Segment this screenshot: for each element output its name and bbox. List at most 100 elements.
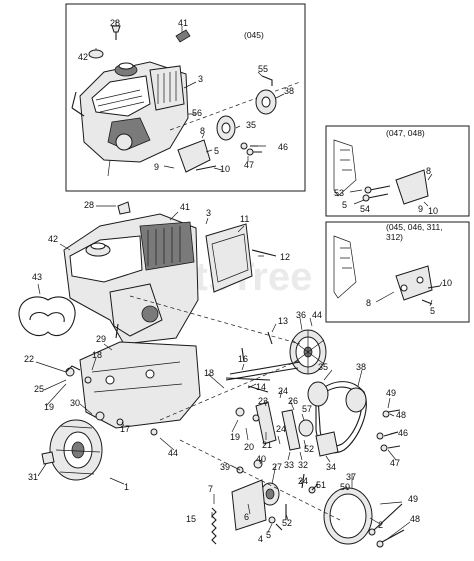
engine-illustration-top xyxy=(71,61,189,177)
callout-label: 57 xyxy=(302,404,312,414)
callout-label: 28 xyxy=(110,18,120,28)
pulley-50-large xyxy=(323,487,373,545)
callout-label: 5 xyxy=(342,200,347,210)
belt-cover-11 xyxy=(205,223,253,293)
callout-label: 51 xyxy=(316,480,326,490)
frame xyxy=(79,341,201,429)
callout-label: 56 xyxy=(192,108,202,118)
callout-label: 47 xyxy=(390,458,400,468)
callout-label: 48 xyxy=(410,514,420,524)
callout-label: 26 xyxy=(288,396,298,406)
callout-label: 21 xyxy=(262,440,272,450)
callout-label: 8 xyxy=(366,298,371,308)
callout-label: 40 xyxy=(256,454,266,464)
callout-label: 14 xyxy=(256,382,266,392)
callout-label: 41 xyxy=(178,18,188,28)
callout-label: 17 xyxy=(120,424,130,434)
callout-label: 38 xyxy=(356,362,366,372)
handle-43 xyxy=(18,296,76,337)
callout-label: 5 xyxy=(266,530,271,540)
bracket-6 xyxy=(231,479,267,531)
callout-label: 32 xyxy=(298,460,308,470)
callout-label: 9 xyxy=(418,204,423,214)
spring-15 xyxy=(211,507,217,545)
callout-label: 6 xyxy=(244,512,249,522)
callout-label: 46 xyxy=(278,142,288,152)
callout-label: 24 xyxy=(276,424,286,434)
panel-047-048-caption: (047, 048) xyxy=(386,128,425,138)
callout-label: 44 xyxy=(168,448,178,458)
callout-label: 16 xyxy=(238,354,248,364)
callout-label: 22 xyxy=(24,354,34,364)
pulley-35-main xyxy=(307,381,329,407)
pulley-38-top xyxy=(255,89,277,115)
callout-label: 41 xyxy=(180,202,190,212)
callout-label: 39 xyxy=(220,462,230,472)
callout-label: 24 xyxy=(278,386,288,396)
callout-label: 48 xyxy=(396,410,406,420)
callout-label: 15 xyxy=(186,514,196,524)
callout-label: 4 xyxy=(258,534,263,544)
callout-label: 53 xyxy=(334,188,344,198)
callout-label: 35 xyxy=(246,120,256,130)
callout-label: 20 xyxy=(244,442,254,452)
callout-label: 47 xyxy=(244,160,254,170)
callout-label: 55 xyxy=(258,64,268,74)
callout-label: 18 xyxy=(204,368,214,378)
bracket-8-top xyxy=(177,139,211,173)
callout-label: 36 xyxy=(296,310,306,320)
callout-label: 31 xyxy=(28,472,38,482)
callout-labels: 28 41 42 3 55 38 56 35 8 5 46 9 10 47 8 … xyxy=(24,18,452,544)
bracket-34 xyxy=(315,431,339,457)
callout-label: 27 xyxy=(272,462,282,472)
callout-label: 18 xyxy=(92,350,102,360)
idler-arm-21 xyxy=(255,401,277,445)
bracket-8-upper xyxy=(395,169,429,205)
callout-label: 49 xyxy=(386,388,396,398)
callout-label: 30 xyxy=(70,398,80,408)
callout-label: 24 xyxy=(298,476,308,486)
panel-lower-caption-1: (045, 046, 311, xyxy=(386,222,443,232)
callout-label: 50 xyxy=(340,482,350,492)
callout-label: 10 xyxy=(428,206,438,216)
callout-label: 9 xyxy=(154,162,159,172)
callout-label: 49 xyxy=(408,494,418,504)
callout-label: 19 xyxy=(44,402,54,412)
hub-cap-31 xyxy=(41,451,55,465)
callout-label: 11 xyxy=(240,214,249,224)
callout-label: 46 xyxy=(398,428,408,438)
callout-label: 1 xyxy=(124,482,129,492)
callout-label: 12 xyxy=(280,252,290,262)
callout-label: 8 xyxy=(200,126,205,136)
pulley-35-top xyxy=(216,115,236,141)
panel-045: (045) xyxy=(65,3,306,192)
callout-label: 7 xyxy=(208,484,213,494)
callout-label: 29 xyxy=(96,334,106,344)
callout-label: 33 xyxy=(284,460,294,470)
callout-label: 37 xyxy=(346,472,356,482)
panel-lower-caption-2: 312) xyxy=(386,232,403,242)
callout-label: 35 xyxy=(318,362,328,372)
wheel-left xyxy=(49,419,103,481)
callout-label: 34 xyxy=(326,462,336,472)
callout-label: 5 xyxy=(214,146,219,156)
callout-label: 8 xyxy=(426,166,431,176)
panel-045-caption: (045) xyxy=(244,30,264,40)
idler-57 xyxy=(298,419,314,437)
callout-label: 10 xyxy=(220,164,230,174)
callout-label: 25 xyxy=(34,384,44,394)
callout-label: 43 xyxy=(32,272,42,282)
callout-label: 54 xyxy=(360,204,370,214)
panel-045-046-311-312: (045, 046, 311, 312) xyxy=(325,221,470,323)
pulley-38-main xyxy=(345,387,367,413)
engine-illustration-main xyxy=(63,201,199,345)
callout-label: 28 xyxy=(84,200,94,210)
callout-label: 42 xyxy=(78,52,88,62)
callout-label: 44 xyxy=(312,310,322,320)
callout-label: 52 xyxy=(282,518,292,528)
callout-label: 10 xyxy=(442,278,452,288)
callout-label: 13 xyxy=(278,316,288,326)
gear-36 xyxy=(289,329,327,375)
callout-label: 23 xyxy=(258,396,268,406)
callout-label: 42 xyxy=(48,234,58,244)
